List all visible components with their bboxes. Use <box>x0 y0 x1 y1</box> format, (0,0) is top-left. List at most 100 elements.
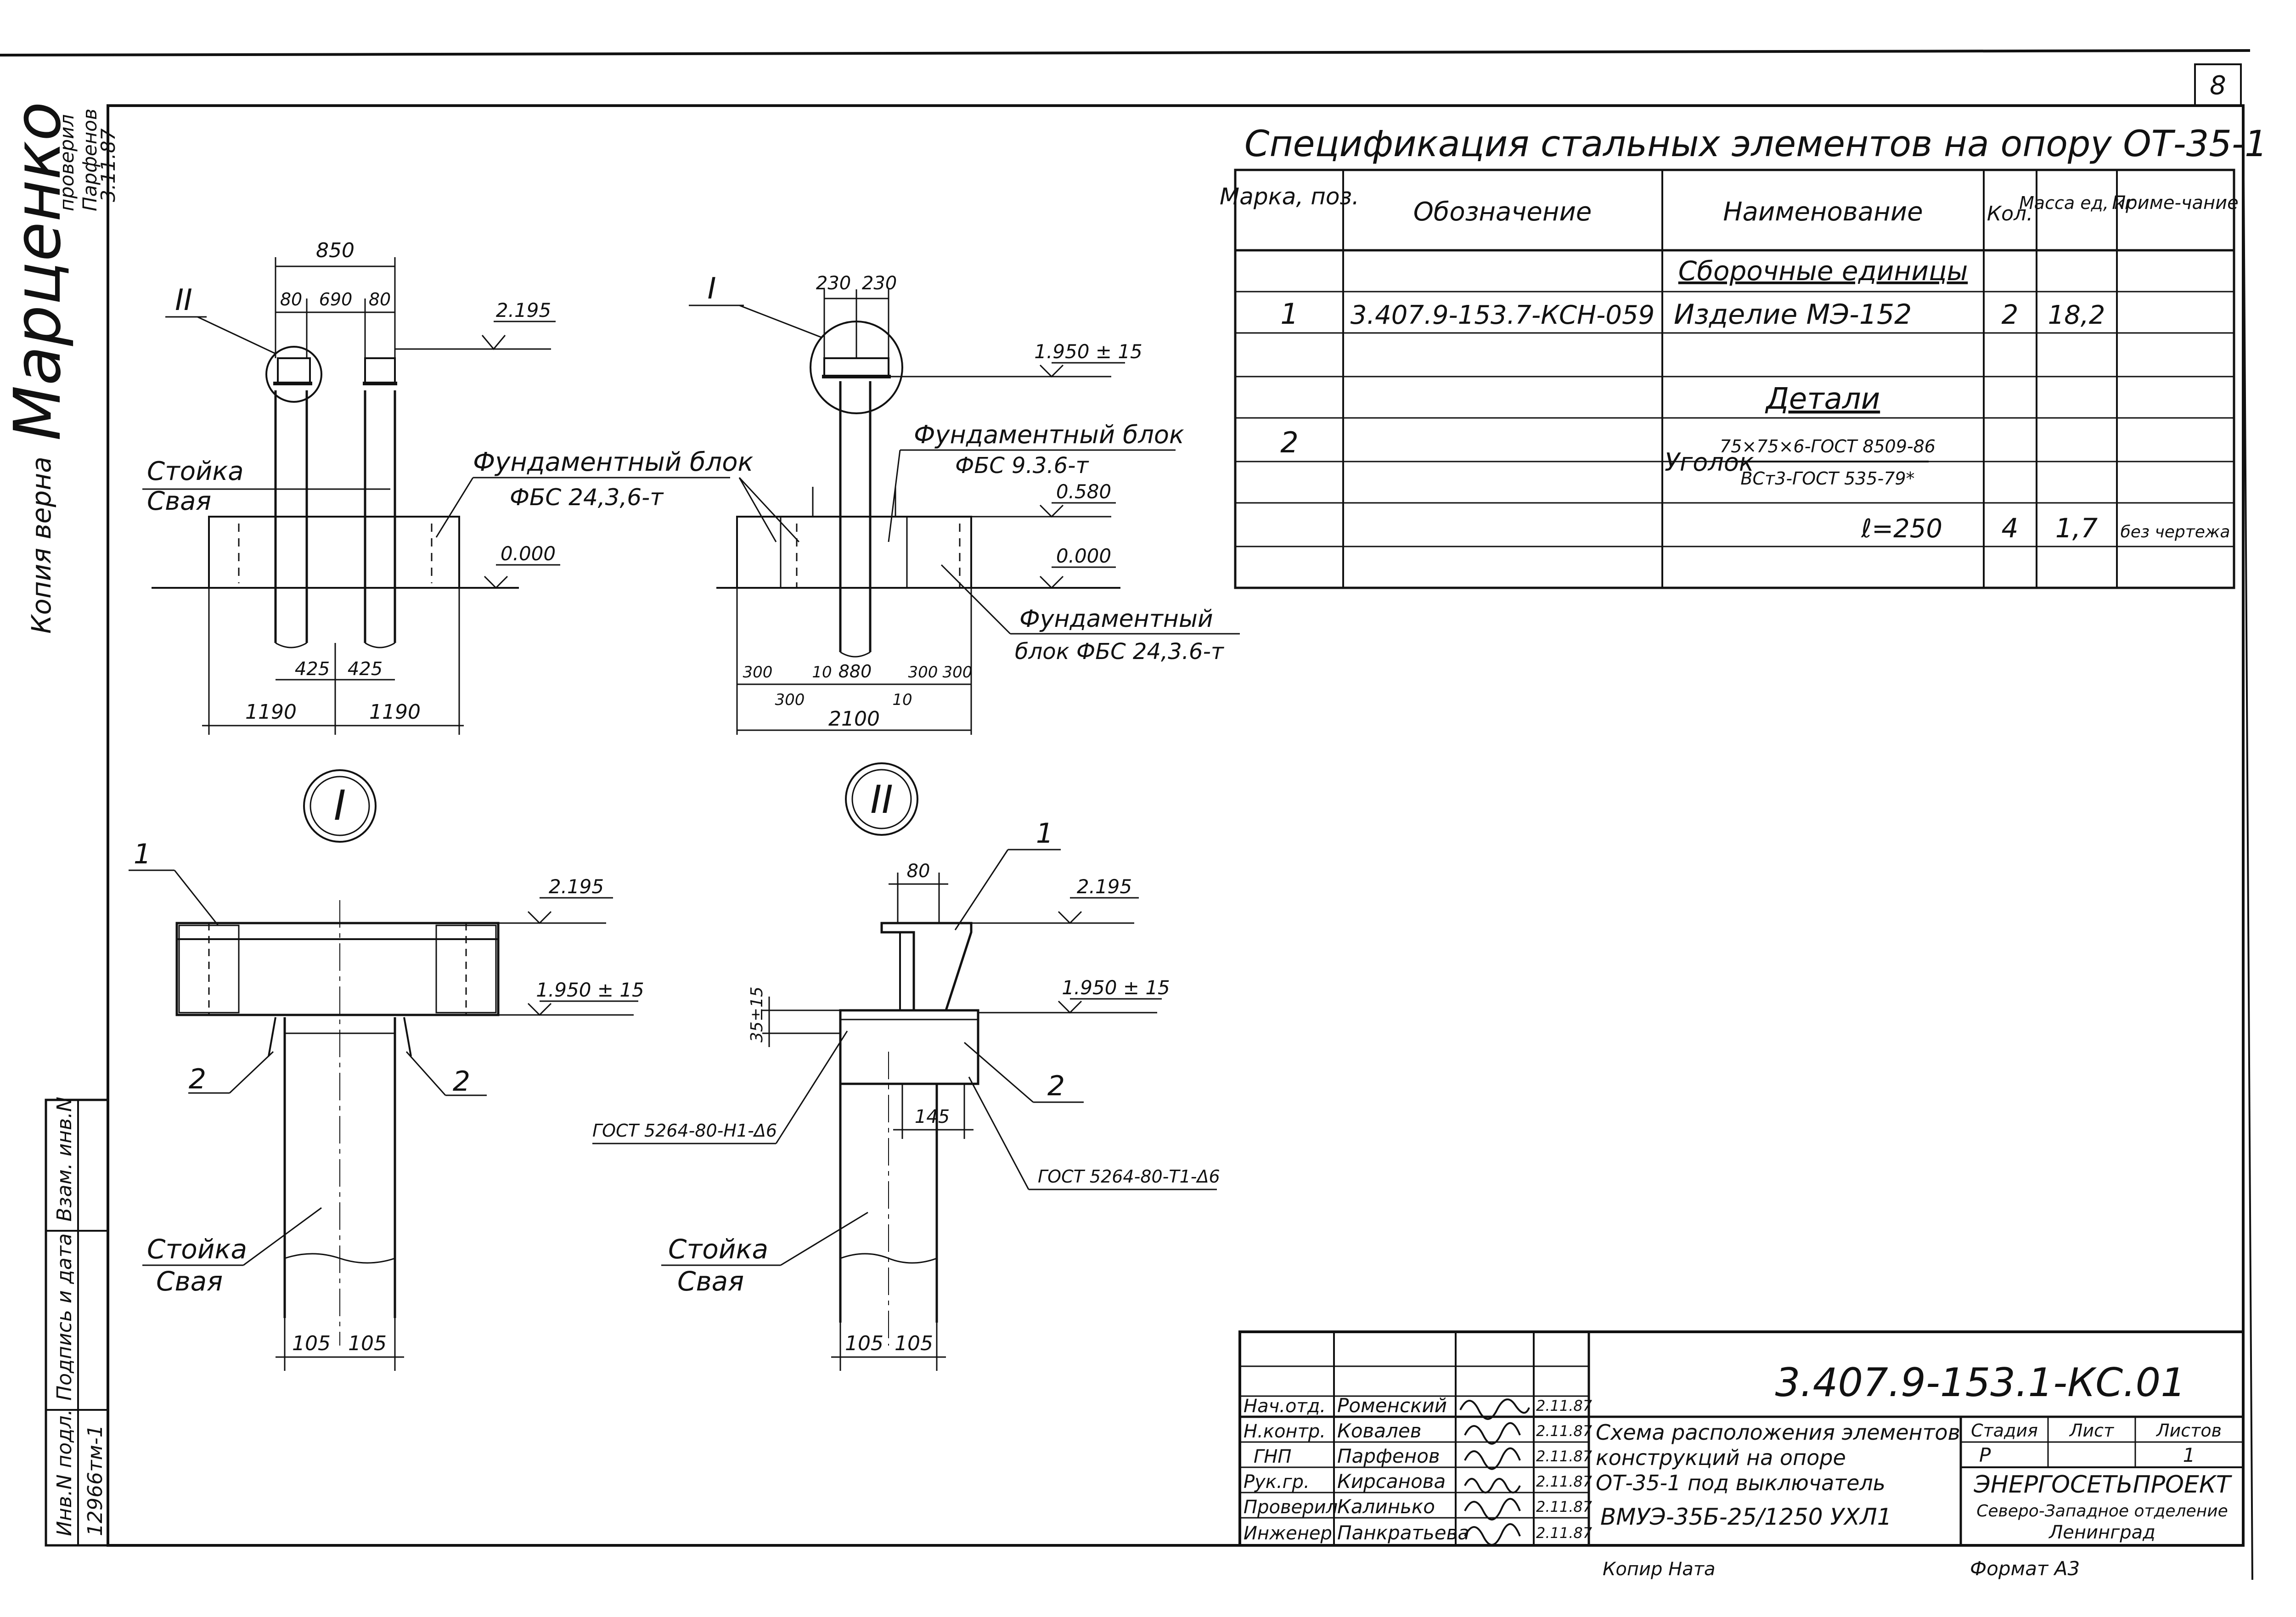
tb-sheets-value: 1 <box>2183 1444 2195 1466</box>
d2-cap-plate <box>823 357 889 377</box>
tb-name-5: Калинько <box>1337 1495 1435 1518</box>
drawing-1: II 850 80 690 80 2.195 0.000 Стойка Свая… <box>142 239 754 735</box>
tb-role-6: Инженер <box>1244 1523 1332 1544</box>
detail-I-elev-mid-mark <box>527 1003 552 1016</box>
spec-row1-designation: 3.407.9-153.7-КСН-059 <box>1351 300 1655 330</box>
tb-name-6: Панкратьева <box>1337 1521 1469 1544</box>
detail-I-pos2a-leader <box>229 1051 274 1094</box>
d2-dim-300d: 300 <box>943 663 973 682</box>
d1-post-breaks <box>275 642 395 648</box>
detail-II: II 80 1 2 2.195 1.950 ± 15 35±15 145 <box>592 762 1220 1371</box>
detail-I-label-leader <box>243 1207 322 1266</box>
tb-org-1: ЭНЕРГОСЕТЬПРОЕКТ <box>1973 1471 2232 1499</box>
d2-callout-label: I <box>708 272 716 306</box>
tb-signature-4 <box>1464 1478 1521 1493</box>
d2-label-block2: Фундаментный <box>1019 605 1213 633</box>
stamp-copy-true: Копия верна <box>26 456 57 634</box>
tb-date-2: 2.11.87 <box>1536 1422 1593 1440</box>
strip-inventory-number: 12966тм-1 <box>84 1425 107 1536</box>
d2-elev-block-mark <box>1039 504 1064 518</box>
tb-signature-6 <box>1464 1523 1521 1546</box>
detail-II-weld-right: ГОСТ 5264-80-Т1-Δ6 <box>1038 1166 1220 1187</box>
tb-signature-1 <box>1459 1398 1530 1420</box>
spec-row2-length: ℓ=250 <box>1861 514 1942 544</box>
tb-date-4: 2.11.87 <box>1536 1473 1593 1490</box>
copy-stamp: Копия верна Марценко <box>0 101 75 634</box>
detail-II-label-post: Стойка <box>668 1234 768 1265</box>
drawing-2: I 230 230 1.950 ± 15 0.580 0.000 Фундаме… <box>689 272 1240 735</box>
d2-dim-880: 880 <box>838 661 872 682</box>
detail-I-beam <box>175 922 500 1016</box>
sheet-number-box <box>2194 63 2242 107</box>
spec-row1-name: Изделие МЭ-152 <box>1674 299 1912 331</box>
d1-dim-850: 850 <box>316 239 355 262</box>
tb-role-5: Проверил <box>1244 1497 1338 1518</box>
d1-cap-right <box>364 357 396 384</box>
spec-header-qty: Кол. <box>1987 202 2033 225</box>
right-trim-line <box>2242 105 2253 1580</box>
d1-dim-690: 690 <box>319 289 353 310</box>
detail-II-dim-side: 35±15 <box>748 986 766 1042</box>
d1-dim-80a: 80 <box>280 289 302 310</box>
detail-I-elev-top: 2.195 <box>549 875 604 898</box>
spec-row1-pos: 1 <box>1280 297 1298 331</box>
d2-dim-230b: 230 <box>862 273 897 294</box>
spec-row2-profile-bottom: ВСт3-ГОСТ 535-79* <box>1740 468 1914 489</box>
d2-upper-block <box>812 487 896 517</box>
sheet-frame <box>107 104 2245 1547</box>
tb-name-4: Кирсанова <box>1337 1470 1446 1493</box>
spec-table: Спецификация стальных элементов на опору… <box>1220 124 2268 589</box>
tb-sheet-label: Лист <box>2069 1420 2115 1441</box>
d2-post <box>839 381 872 652</box>
d1-elev-ground: 0.000 <box>501 542 556 565</box>
left-strip-frame <box>45 1099 109 1547</box>
tb-code: 3.407.9-153.1-КС.01 <box>1775 1360 2186 1406</box>
detail-II-weld-left: ГОСТ 5264-80-Н1-Δ6 <box>592 1121 777 1141</box>
d1-label-post: Стойка <box>147 456 244 486</box>
d2-label-block2-leader <box>940 564 1011 635</box>
detail-II-elev-top-mark <box>1058 911 1082 924</box>
d1-dim-80b: 80 <box>369 289 391 310</box>
detail-II-cap <box>839 1009 979 1085</box>
sheet-number: 8 <box>2210 71 2226 101</box>
spec-title: Спецификация стальных элементов на опору… <box>1244 124 2268 165</box>
detail-I-elev-top-mark <box>527 911 552 924</box>
spec-row2-note: без чертежа <box>2121 523 2230 541</box>
detail-II-pos1-leader <box>954 849 1009 930</box>
spec-row2-pos: 2 <box>1280 426 1298 459</box>
tb-signature-2 <box>1464 1422 1521 1445</box>
detail-II-weld-right-leader <box>968 1076 1030 1190</box>
d1-label-block-code: ФБС 24,3,6-т <box>510 484 664 511</box>
d2-label-block1: Фундаментный блок <box>914 420 1184 449</box>
detail-II-elev-mid-mark <box>1058 1000 1082 1014</box>
stamp-date: 3.11.87 <box>97 128 119 202</box>
detail-I-marker: I <box>334 782 346 830</box>
detail-I-marker-outer <box>303 769 377 843</box>
tb-desc-4: ВМУЭ-35Б-25/1250 УХЛ1 <box>1600 1504 1892 1530</box>
d2-elev-top: 1.950 ± 15 <box>1034 340 1142 363</box>
detail-II-dim-top: 80 <box>907 861 930 882</box>
detail-I-pos1-leader <box>174 870 219 926</box>
tb-desc-2: конструкций на опоре <box>1596 1445 1846 1470</box>
d1-label-block: Фундаментный блок <box>473 447 754 477</box>
detail-II-dim-a: 105 <box>845 1332 884 1355</box>
detail-II-dim-145: 145 <box>915 1106 950 1127</box>
d2-dim-10b: 10 <box>892 691 912 709</box>
detail-II-angle <box>880 922 973 1012</box>
spec-header-note: Приме-чание <box>2112 192 2239 214</box>
tb-stage-value: Р <box>1979 1444 1991 1466</box>
detail-II-label-pile: Свая <box>677 1266 744 1297</box>
d2-callout-leader <box>739 304 822 338</box>
tb-role-4: Рук.гр. <box>1244 1471 1310 1493</box>
tb-role-3: ГНП <box>1254 1446 1291 1467</box>
d2-label-block2-leader-a <box>738 477 777 542</box>
tb-name-3: Парфенов <box>1337 1445 1440 1467</box>
detail-II-elev-mid: 1.950 ± 15 <box>1062 976 1170 999</box>
tb-date-3: 2.11.87 <box>1536 1448 1593 1465</box>
detail-I-label-post: Стойка <box>147 1234 247 1265</box>
spec-header-designation: Обозначение <box>1413 197 1592 227</box>
detail-I-label-pile: Свая <box>156 1266 223 1297</box>
strip-replace-label: Взам. инв.N <box>53 1097 76 1222</box>
stamp-checked: проверил <box>56 114 78 211</box>
